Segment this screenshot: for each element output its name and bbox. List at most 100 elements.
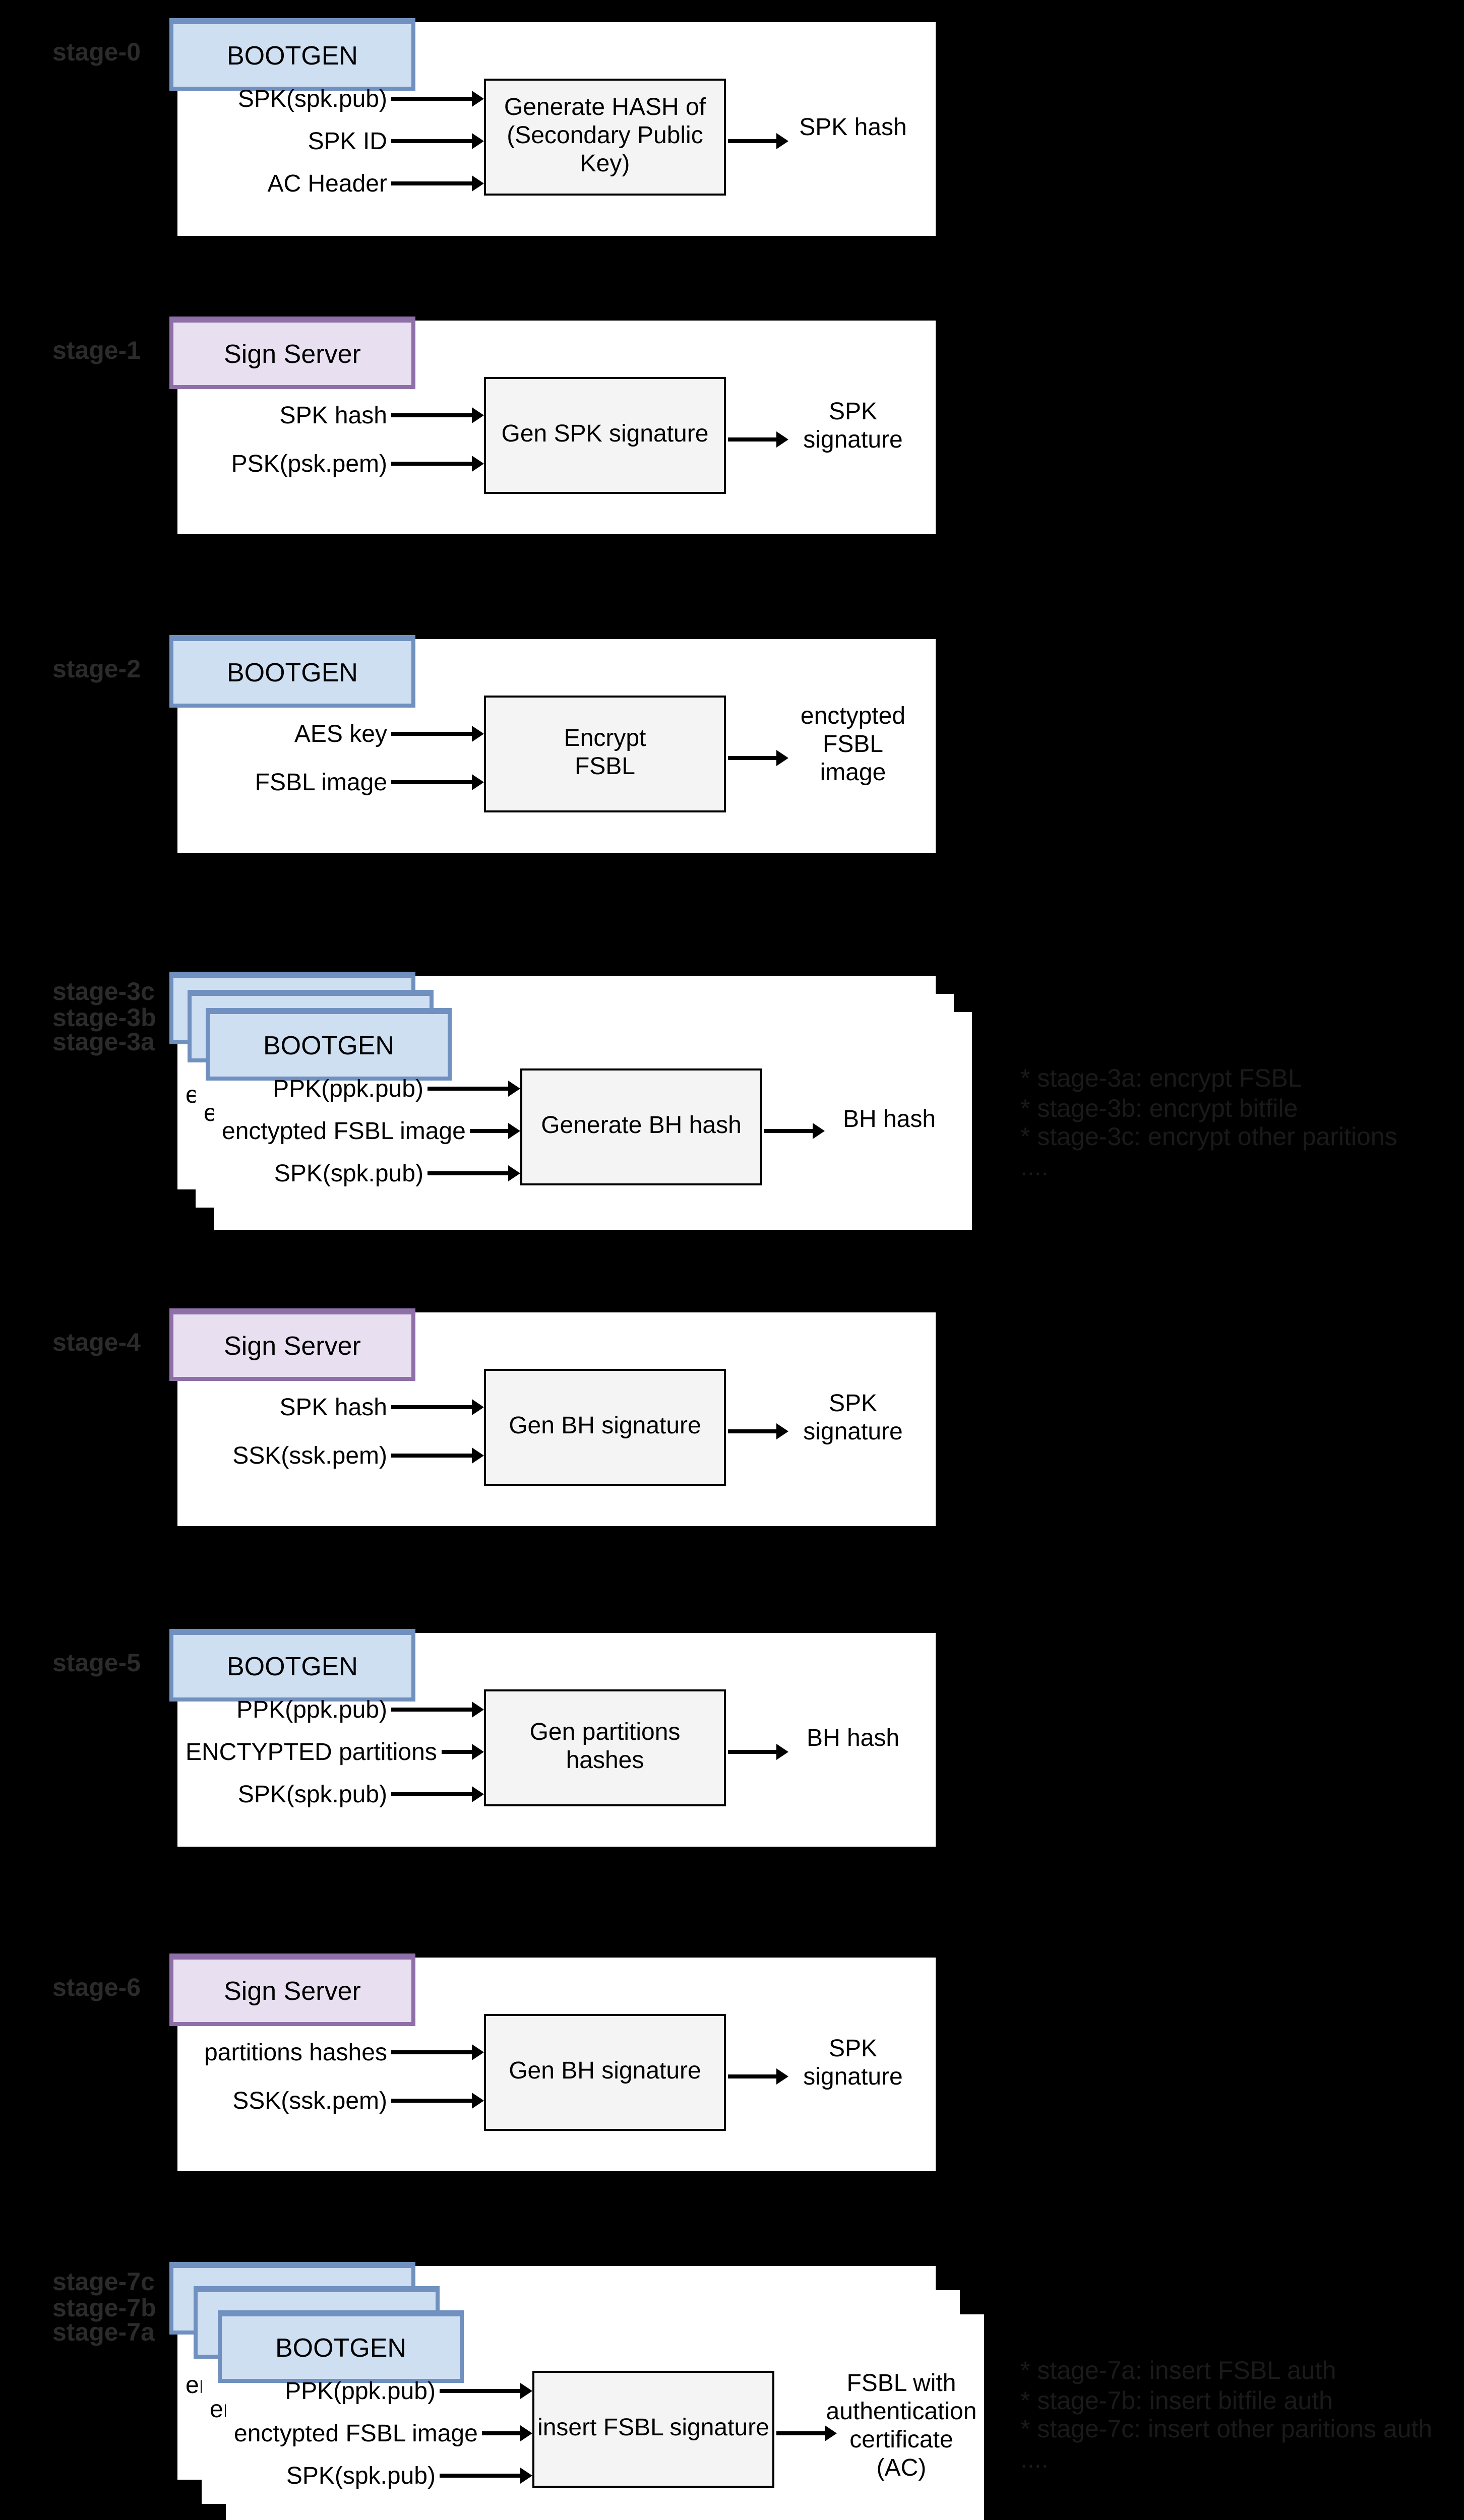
tab-bootgen: BOOTGEN (169, 18, 415, 91)
flow-arrow-icon (728, 749, 788, 767)
stage-label: stage-3a (52, 1029, 155, 1057)
input-label: ENCTYPTED partitions (186, 1738, 437, 1766)
arrow-shaft (728, 2075, 776, 2078)
arrow-shaft (391, 781, 472, 784)
arrow-head-icon (472, 2093, 484, 2109)
input-label: SPK(spk.pub) (237, 1780, 387, 1808)
stage-label: stage-4 (52, 1329, 141, 1357)
input-row: SPK(spk.pub) (186, 85, 484, 113)
arrow-head-icon (472, 1447, 484, 1464)
input-label: SPK(spk.pub) (274, 1159, 423, 1187)
arrow-shaft (391, 182, 472, 185)
stage-label: stage-1 (52, 337, 141, 365)
input-label: SSK(ssk.pem) (232, 1441, 387, 1470)
arrow-head-icon (472, 1786, 484, 1802)
output-label: BH hash (806, 1724, 900, 1752)
input-row: SSK(ssk.pem) (186, 2087, 484, 2115)
input-label: PPK(ppk.pub) (273, 1075, 423, 1103)
input-row: SPK ID (186, 127, 484, 155)
tab-bootgen: BOOTGEN (169, 1629, 415, 1702)
side-note: .... (1020, 1152, 1049, 1180)
arrow-head-icon (825, 2425, 837, 2441)
process-box: Gen SPK signature (484, 377, 726, 494)
flow-arrow-icon (440, 2382, 532, 2400)
arrow-head-icon (472, 1702, 484, 1718)
flow-arrow-icon (391, 2043, 484, 2061)
stage-label: stage-2 (52, 655, 141, 683)
arrow-head-icon (520, 2383, 532, 2399)
input-row: partitions hashes (186, 2038, 484, 2066)
arrow-shaft (728, 140, 776, 143)
input-label: AES key (294, 720, 387, 748)
arrow-head-icon (472, 774, 484, 790)
arrow-head-icon (472, 2044, 484, 2060)
side-note: * stage-7c: insert other paritions auth (1020, 2415, 1433, 2443)
arrow-head-icon (472, 133, 484, 149)
arrow-shaft (391, 732, 472, 735)
arrow-head-icon (813, 1123, 825, 1139)
arrow-head-icon (776, 133, 788, 149)
arrow-shaft (728, 757, 776, 760)
arrow-shaft (728, 438, 776, 441)
input-row: enctypted FSBL image (222, 1117, 520, 1145)
side-note: * stage-3a: encrypt FSBL (1020, 1064, 1302, 1093)
stage-label: stage-7c (52, 2268, 155, 2296)
input-label: SPK hash (279, 1393, 388, 1421)
side-note: * stage-3c: encrypt other paritions (1020, 1123, 1397, 1151)
process-box: Generate BH hash (520, 1068, 762, 1185)
flow-arrow-icon (441, 1743, 484, 1761)
tab-sign-server: Sign Server (169, 1308, 415, 1381)
arrow-shaft (764, 1129, 813, 1132)
flow-arrow-icon (728, 1422, 788, 1440)
flow-arrow-icon (391, 2092, 484, 2110)
stage-label: stage-3c (52, 978, 155, 1006)
input-row: SPK hash (186, 1393, 484, 1421)
arrow-shaft (441, 1750, 472, 1753)
side-note: * stage-3b: encrypt bitfile (1020, 1094, 1298, 1122)
arrow-head-icon (472, 407, 484, 423)
arrow-shaft (776, 2432, 825, 2435)
arrow-shaft (391, 1454, 472, 1457)
stage-label: stage-7a (52, 2319, 155, 2348)
arrow-shaft (391, 1793, 472, 1796)
arrow-head-icon (472, 1744, 484, 1760)
output-label: enctypted FSBL image (800, 702, 906, 786)
arrow-shaft (391, 140, 472, 143)
output-label: FSBL with authentication certificate (AC… (826, 2369, 977, 2482)
arrow-head-icon (776, 750, 788, 766)
arrow-head-icon (508, 1081, 520, 1097)
input-label: SSK(ssk.pem) (232, 2087, 387, 2115)
arrow-shaft (440, 2389, 520, 2392)
input-row: PPK(ppk.pub) (234, 2377, 532, 2405)
input-row: PPK(ppk.pub) (186, 1695, 484, 1724)
flow-arrow-icon (391, 132, 484, 150)
input-row: AES key (186, 720, 484, 748)
arrow-shaft (481, 2432, 520, 2435)
side-notes: * stage-3a: encrypt FSBL* stage-3b: encr… (1020, 1064, 1397, 1181)
arrow-shaft (440, 2474, 520, 2477)
process-box: Gen partitions hashes (484, 1689, 726, 1806)
input-row: AC Header (186, 169, 484, 198)
flow-arrow-icon (391, 725, 484, 743)
flow-arrow-icon (428, 1164, 520, 1182)
input-label: AC Header (267, 169, 388, 198)
flow-arrow-icon (391, 455, 484, 473)
flow-arrow-icon (440, 2467, 532, 2485)
input-row: SPK hash (186, 401, 484, 429)
flow-arrow-icon (391, 174, 484, 193)
process-box: Encrypt FSBL (484, 696, 726, 812)
input-label: SPK hash (279, 401, 388, 429)
